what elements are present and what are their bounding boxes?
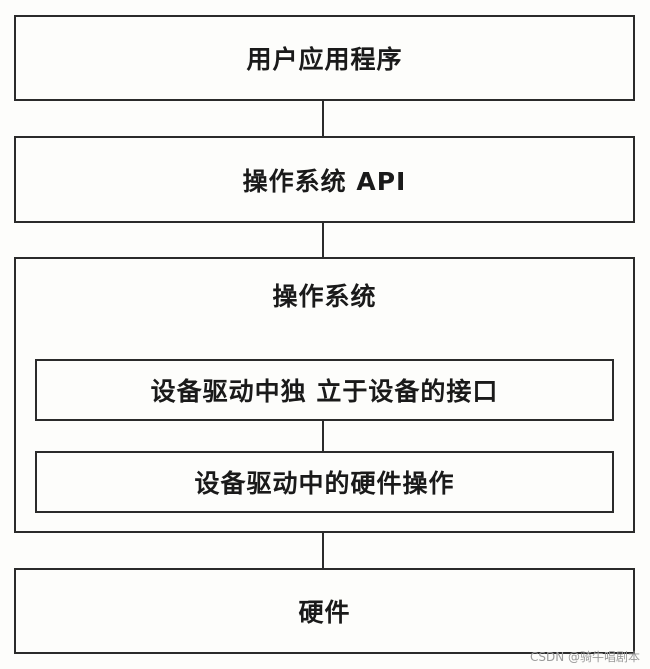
layer-operating-system-label: 操作系统 — [272, 282, 377, 311]
connector-line — [322, 223, 324, 257]
connector-line — [322, 533, 324, 568]
layer-device-hardware-operations-label: 设备驱动中的硬件操作 — [194, 469, 455, 498]
connector-line — [322, 101, 324, 136]
connector-line — [322, 421, 324, 451]
layer-device-independent-interface-label: 设备驱动中独 立于设备的接口 — [150, 377, 499, 406]
layer-device-independent-interface: 设备驱动中独 立于设备的接口 — [35, 359, 614, 421]
layer-os-api: 操作系统 API — [14, 136, 635, 223]
layer-os-api-label: 操作系统 API — [242, 166, 407, 196]
watermark: CSDN @骑牛唱剧本 — [529, 650, 640, 664]
layer-device-hardware-operations: 设备驱动中的硬件操作 — [35, 451, 614, 513]
layer-user-application: 用户应用程序 — [14, 15, 635, 101]
layer-hardware: 硬件 — [14, 568, 635, 654]
layer-user-application-label: 用户应用程序 — [246, 45, 403, 74]
layer-hardware-label: 硬件 — [298, 598, 351, 627]
